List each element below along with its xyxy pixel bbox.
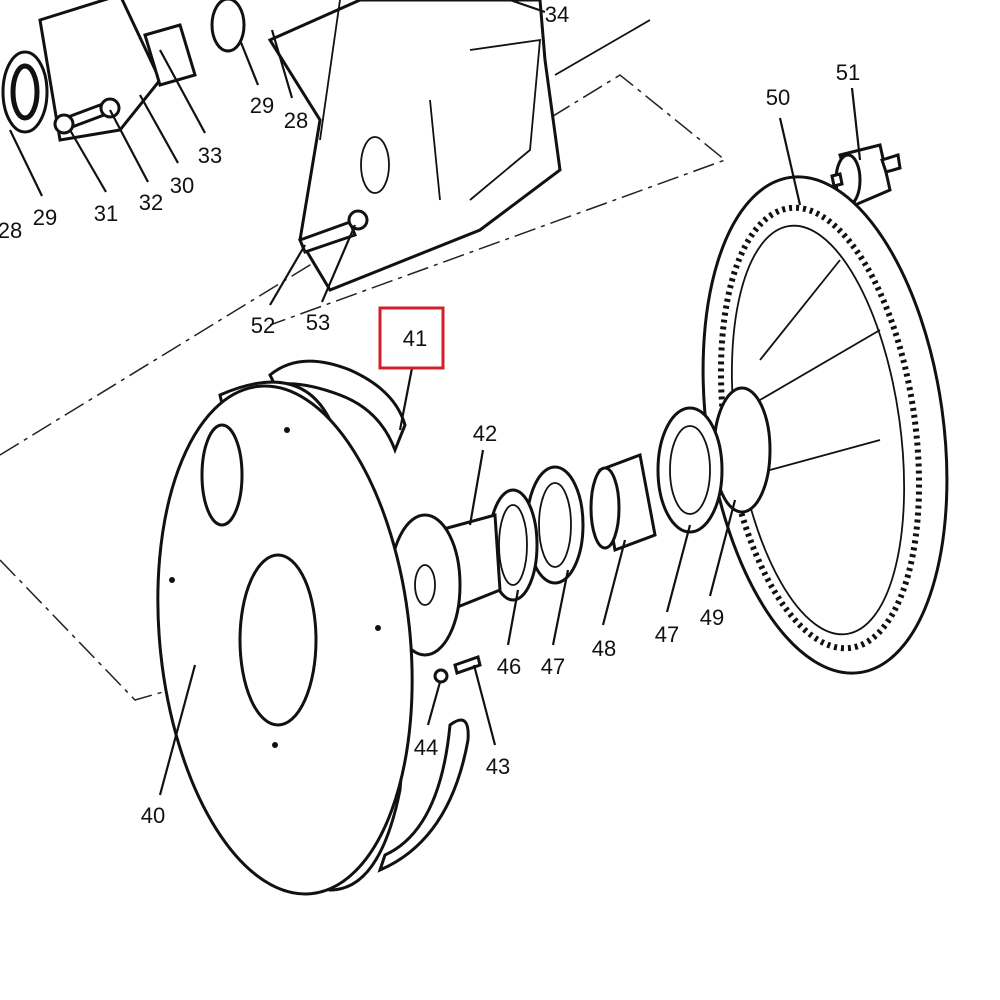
reference-line [554,19,651,76]
part-44-washer [433,668,449,684]
callout-52: 52 [251,313,275,338]
callout-29-b: 29 [33,205,57,230]
callout-53: 53 [306,310,330,335]
callout-47: 47 [541,654,565,679]
callout-41: 41 [403,326,427,351]
callout-42: 42 [473,421,497,446]
callout-47-b: 47 [655,622,679,647]
reference-line [0,74,727,456]
highlight-box [378,306,445,370]
part-47-bearing [656,406,724,534]
callout-28: 28 [284,108,308,133]
callout-44: 44 [414,735,438,760]
callout-40: 40 [141,803,165,828]
callout-29: 29 [250,93,274,118]
callout-43: 43 [486,754,510,779]
part-40-plate [156,380,414,896]
callout-49: 49 [700,605,724,630]
housing-assembly [1,0,562,292]
callout-50: 50 [766,85,790,110]
callout-32: 32 [139,190,163,215]
part-43-bolt [453,655,482,675]
callout-34: 34 [545,2,569,27]
part-41-segment-lower [377,718,470,873]
callout-51: 51 [836,60,860,85]
callout-46: 46 [497,654,521,679]
callout-48: 48 [592,636,616,661]
reference-line [0,559,171,701]
leader-lines [9,0,862,796]
callout-31: 31 [94,201,118,226]
callout-33: 33 [198,143,222,168]
part-50-ring-gear [701,175,949,675]
callout-28-b: 28 [0,218,22,243]
callout-30: 30 [170,173,194,198]
part-41-segment [268,359,407,455]
